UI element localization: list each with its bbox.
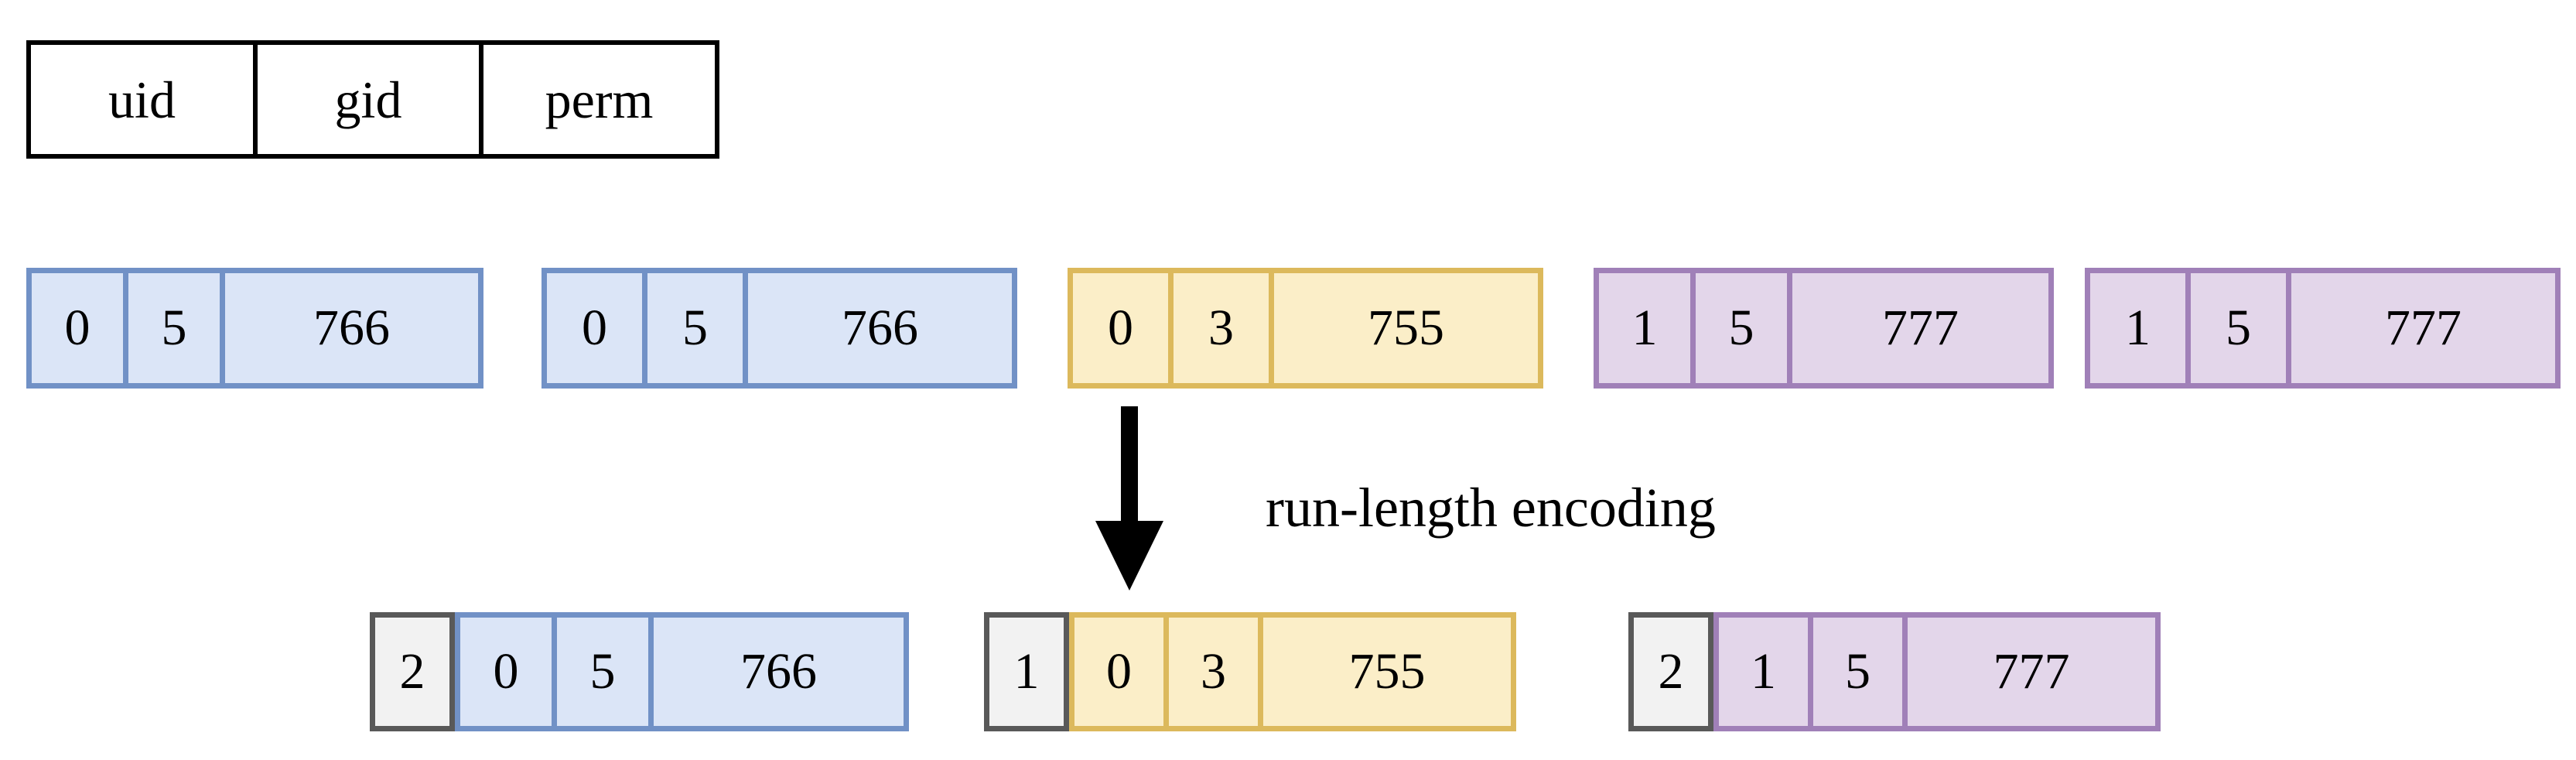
acl-value-gid: 5 [682,300,708,356]
acl-value-uid: 0 [582,300,607,356]
acl-value-uid: 0 [493,643,519,700]
acl-cell-perm: 766 [225,273,478,383]
acl-cell-uid: 0 [460,618,557,726]
header-label-gid: gid [334,70,402,129]
field-header-table: uid gid perm [26,40,719,159]
acl-cell-gid: 5 [128,273,225,383]
acl-cell-perm: 766 [654,618,904,726]
acl-value-uid: 1 [1631,300,1658,356]
rle-entry-1: 2 0 5 766 [370,612,909,731]
acl-value-perm: 766 [740,643,817,700]
rle-count-box: 1 [984,612,1069,731]
acl-cell-uid: 1 [2090,273,2191,383]
header-cell-gid: gid [258,45,483,154]
rle-entry-3: 2 1 5 777 [1628,612,2161,731]
acl-value-gid: 3 [1208,300,1234,356]
acl-value-gid: 5 [1728,300,1754,356]
acl-cell-perm: 777 [1908,618,2155,726]
acl-cell-uid: 0 [32,273,128,383]
acl-cell-uid: 0 [1073,273,1174,383]
acl-value-gid: 5 [161,300,187,356]
rle-count-value: 2 [399,643,425,700]
acl-value-perm: 755 [1348,643,1426,700]
acl-cell-gid: 5 [557,618,654,726]
acl-entry-encoded-2: 0 3 755 [1069,612,1516,731]
acl-entry-uncompressed-5: 1 5 777 [2085,268,2561,389]
acl-value-uid: 0 [1108,300,1133,356]
acl-cell-perm: 755 [1274,273,1538,383]
acl-entry-encoded-3: 1 5 777 [1713,612,2161,731]
acl-value-gid: 5 [2226,300,2251,356]
acl-cell-gid: 5 [647,273,748,383]
acl-cell-uid: 1 [1599,273,1696,383]
acl-cell-perm: 755 [1263,618,1511,726]
acl-value-gid: 5 [589,643,616,700]
transform-caption: run-length encoding [1266,477,1716,539]
acl-value-gid: 3 [1201,643,1226,700]
acl-cell-gid: 5 [1813,618,1908,726]
acl-cell-gid: 5 [2191,273,2291,383]
acl-value-perm: 755 [1368,300,1444,356]
acl-value-perm: 766 [313,300,390,356]
rle-count-box: 2 [370,612,455,731]
rle-entry-2: 1 0 3 755 [984,612,1516,731]
acl-value-perm: 777 [1993,643,2070,700]
acl-cell-uid: 0 [1074,618,1169,726]
acl-cell-uid: 0 [547,273,647,383]
acl-cell-perm: 777 [2291,273,2555,383]
acl-value-gid: 5 [1845,643,1871,700]
acl-value-uid: 1 [2125,300,2151,356]
acl-value-uid: 1 [1751,643,1776,700]
acl-entry-uncompressed-2: 0 5 766 [542,268,1017,389]
acl-cell-uid: 1 [1719,618,1813,726]
acl-entry-uncompressed-1: 0 5 766 [26,268,483,389]
down-arrow-icon [1095,406,1163,591]
acl-entry-uncompressed-4: 1 5 777 [1594,268,2054,389]
header-cell-uid: uid [31,45,258,154]
acl-value-perm: 766 [842,300,918,356]
header-cell-perm: perm [483,45,715,154]
rle-count-value: 2 [1658,643,1684,700]
acl-entry-uncompressed-3: 0 3 755 [1068,268,1543,389]
header-label-perm: perm [545,70,654,129]
acl-cell-perm: 777 [1792,273,2048,383]
acl-cell-gid: 3 [1169,618,1263,726]
acl-cell-gid: 3 [1174,273,1274,383]
header-label-uid: uid [108,70,176,129]
acl-value-perm: 777 [1882,300,1959,356]
acl-cell-perm: 766 [748,273,1012,383]
acl-value-uid: 0 [1106,643,1132,700]
acl-cell-gid: 5 [1696,273,1792,383]
acl-value-perm: 777 [2385,300,2462,356]
acl-entry-encoded-1: 0 5 766 [455,612,909,731]
rle-count-box: 2 [1628,612,1713,731]
acl-value-uid: 0 [64,300,91,356]
rle-count-value: 1 [1013,643,1040,700]
